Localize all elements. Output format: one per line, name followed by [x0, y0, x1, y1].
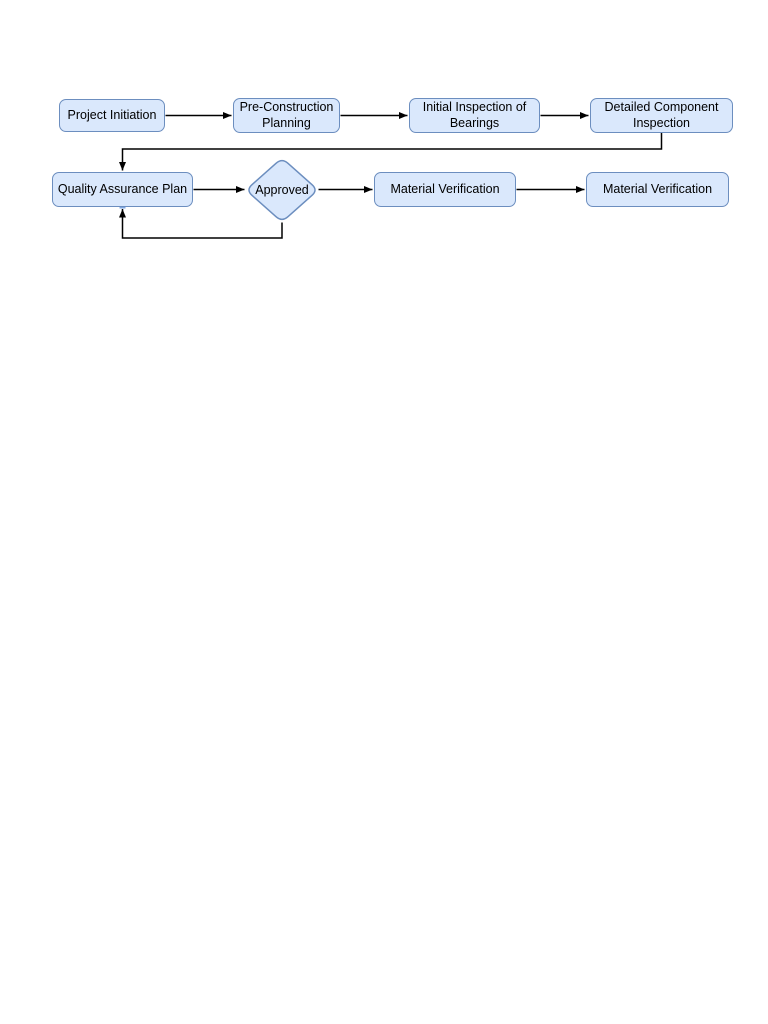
node-material-verification-2: Material Verification	[586, 172, 729, 207]
node-initial-inspection-of-bearings: Initial Inspection of Bearings	[409, 98, 540, 133]
node-project-initiation: Project Initiation	[59, 99, 165, 132]
node-label: Initial Inspection of Bearings	[422, 99, 527, 130]
node-quality-assurance-plan: Quality Assurance Plan	[52, 172, 193, 207]
node-material-verification-1: Material Verification	[374, 172, 516, 207]
node-detailed-component-inspection: Detailed Component Inspection	[590, 98, 733, 133]
node-label: Material Verification	[602, 181, 713, 196]
edge-detailed-component-inspection-to-quality-assurance-plan	[119, 132, 663, 171]
node-label: Material Verification	[390, 181, 500, 196]
node-pre-construction-planning: Pre-Construction Planning	[233, 98, 340, 133]
node-label: Quality Assurance Plan	[57, 181, 188, 196]
node-approved: Approved	[246, 158, 318, 222]
node-label: Approved	[255, 183, 309, 197]
node-label: Detailed Component Inspection	[604, 99, 719, 130]
node-label: Pre-Construction Planning	[239, 99, 334, 130]
node-label: Project Initiation	[67, 107, 157, 122]
